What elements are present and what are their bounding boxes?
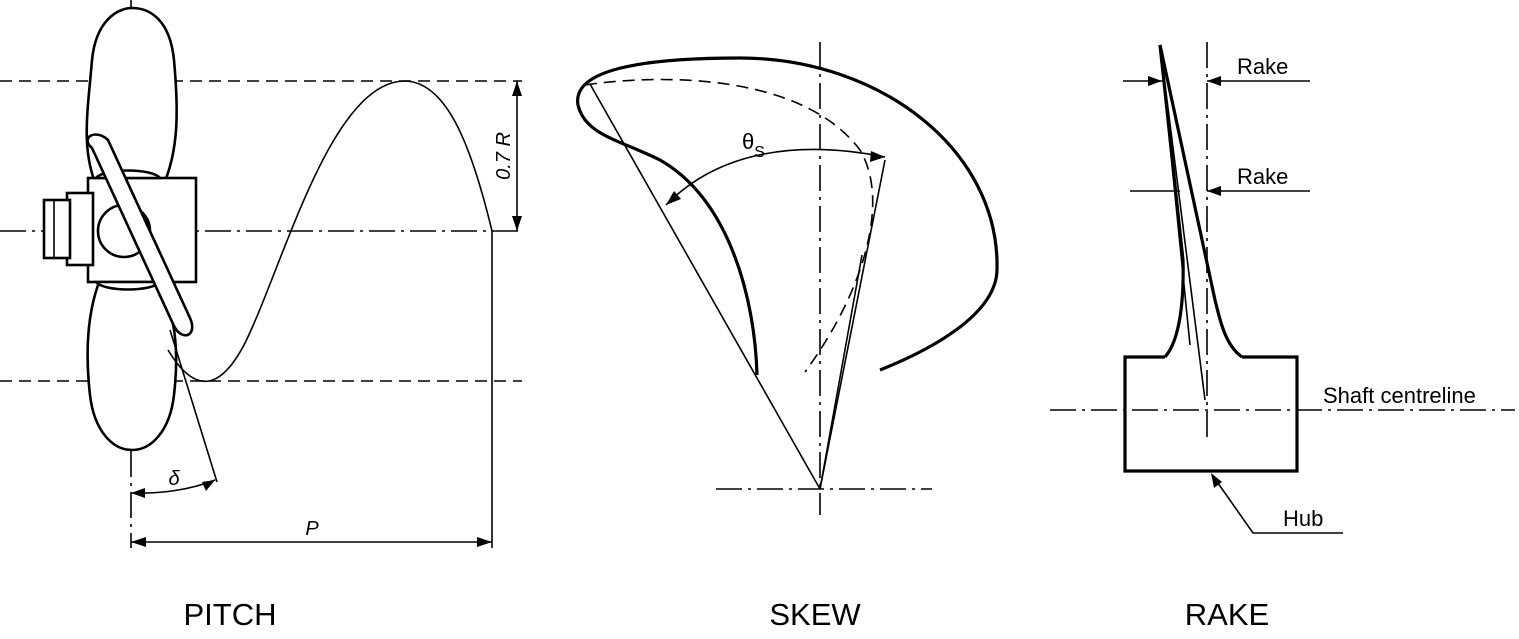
rake-hub-leader (1212, 475, 1343, 534)
rake-label-top: Rake (1237, 54, 1288, 79)
rake-blade-profile (1158, 44, 1185, 359)
pitch-angle-label: δ (168, 468, 180, 490)
skew-blade-outline (576, 56, 999, 376)
rake-hub (1123, 355, 1299, 473)
skew-title: SKEW (769, 597, 861, 632)
rake-label-middle: Rake (1237, 164, 1288, 189)
pitch-title: PITCH (184, 597, 277, 632)
pitch-helix-curve (167, 80, 493, 383)
skew-panel: θS SKEW (576, 42, 999, 632)
skew-angle-arc (665, 148, 886, 206)
pitch-length-dimension-label: P (305, 518, 319, 540)
pitch-hub-nose (42, 198, 72, 260)
pitch-blade-section (86, 133, 194, 337)
rake-title: RAKE (1185, 597, 1269, 632)
rake-shaft-centreline-label: Shaft centreline (1323, 383, 1476, 408)
pitch-radius-dimension-label: 0.7 R (493, 132, 515, 180)
rake-hub-label: Hub (1283, 506, 1323, 531)
skew-angle-label: θS (742, 129, 765, 161)
rake-panel: Rake Rake Shaft centreline Hub RAKE (1050, 42, 1515, 632)
skew-midchord-dashed (584, 78, 874, 373)
pitch-lower-blade (86, 283, 178, 452)
pitch-panel: 0.7 R P δ PITCH (0, 0, 522, 632)
